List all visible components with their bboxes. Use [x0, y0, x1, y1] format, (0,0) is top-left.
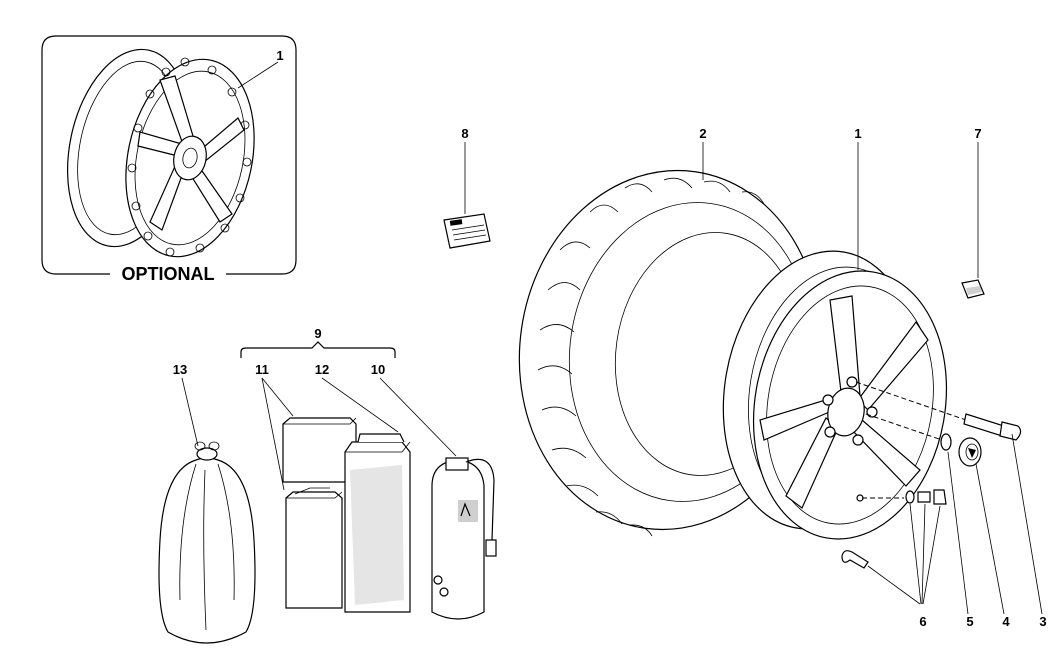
callout-13: 13	[173, 362, 187, 377]
callout-7: 7	[974, 126, 981, 141]
optional-wheel	[66, 48, 255, 258]
centre-cap: 4	[958, 437, 1010, 629]
callout-12: 12	[315, 362, 329, 377]
optional-inset: OPTIONAL 1	[41, 35, 297, 284]
storage-bag: 13	[158, 362, 256, 644]
sealant-can: 10	[371, 362, 497, 620]
callout-3: 3	[1039, 614, 1046, 629]
optional-caption: OPTIONAL	[122, 264, 215, 284]
callout-4: 4	[1002, 614, 1010, 629]
o-ring: 5	[865, 413, 974, 629]
callout-8: 8	[461, 126, 468, 141]
wheel-bolt: 3	[855, 381, 1047, 629]
rim: 1	[722, 126, 948, 540]
callout-5: 5	[966, 614, 973, 629]
callout-10: 10	[371, 362, 385, 377]
label-plate: 8	[443, 126, 491, 249]
kit-box: 12	[315, 362, 411, 613]
sealant-containers: 11	[255, 362, 357, 609]
callout-11: 11	[255, 362, 269, 377]
callout-inset-1: 1	[276, 48, 283, 63]
callout-9: 9	[314, 326, 321, 341]
callout-1: 1	[854, 126, 861, 141]
balance-weight: 7	[961, 126, 985, 299]
kit-bracket: 9	[240, 326, 396, 358]
callout-2: 2	[699, 126, 706, 141]
callout-6: 6	[919, 614, 926, 629]
valve-parts: 6	[841, 489, 947, 629]
